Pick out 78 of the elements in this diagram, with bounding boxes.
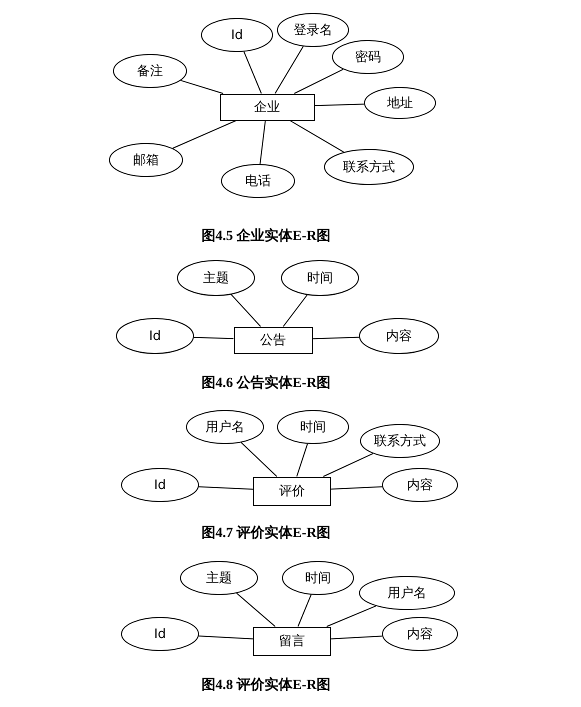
connector-line (198, 486, 254, 490)
connector-line (314, 104, 365, 106)
connector-line (240, 442, 278, 477)
connector-line (322, 453, 374, 477)
connector-line (180, 80, 224, 94)
connector-line (236, 592, 276, 627)
figure-caption: 图4.6 公告实体E-R图 (201, 374, 331, 392)
attribute-ellipse (177, 260, 255, 296)
attribute-name: 内容 (407, 477, 433, 494)
attribute-name: 电话 (245, 173, 271, 190)
attribute-ellipse (277, 410, 349, 444)
attribute-ellipse (332, 40, 404, 74)
connector-line (289, 120, 344, 153)
attribute-name: 时间 (305, 570, 331, 587)
connector-line (326, 605, 376, 627)
attribute-ellipse (180, 561, 258, 595)
attribute-name: 密码 (355, 49, 381, 66)
connector-line (297, 594, 312, 627)
attribute-ellipse (113, 54, 187, 88)
connector-line (282, 294, 308, 327)
connector-line (243, 51, 262, 94)
attribute-name: Id (230, 28, 244, 42)
attribute-name: 联系方式 (343, 159, 395, 176)
attribute-ellipse (121, 468, 199, 502)
connector-line (230, 294, 262, 327)
attribute-name: 登录名 (294, 22, 332, 39)
attribute-name: 用户名 (388, 585, 426, 602)
figure-caption: 图4.7 评价实体E-R图 (201, 524, 331, 542)
connector-line (330, 636, 383, 640)
attribute-ellipse (324, 149, 414, 185)
entity-box (234, 326, 312, 354)
attribute-ellipse (201, 18, 273, 52)
attribute-ellipse (360, 424, 440, 458)
attribute-ellipse (277, 13, 349, 47)
connector-line (312, 336, 360, 340)
connector-line (172, 120, 237, 149)
attribute-name: 备注 (137, 63, 163, 80)
entity-box (253, 476, 331, 506)
attribute-name: 邮箱 (133, 152, 159, 169)
attribute-ellipse (382, 468, 458, 502)
attribute-name: 地址 (387, 95, 413, 112)
connector-line (294, 68, 344, 94)
entity-name: 企业 (254, 99, 280, 116)
entity-name: 评价 (279, 483, 305, 500)
attribute-name: 用户名 (206, 419, 244, 436)
attribute-ellipse (282, 561, 354, 595)
attribute-ellipse (186, 410, 264, 444)
attribute-name: 时间 (300, 419, 326, 436)
attribute-ellipse (121, 617, 199, 651)
attribute-ellipse (382, 617, 458, 651)
attribute-ellipse (116, 318, 194, 354)
connector-line (330, 486, 383, 490)
attribute-ellipse (221, 164, 295, 198)
attribute-name: 联系方式 (374, 433, 426, 450)
attribute-ellipse (364, 87, 436, 119)
entity-name: 公告 (260, 332, 286, 349)
connector-line (274, 46, 304, 94)
attribute-name: Id (154, 478, 166, 492)
attribute-name: 主题 (206, 570, 232, 587)
attribute-name: Id (148, 328, 162, 344)
figure-caption: 图4.5 企业实体E-R图 (201, 227, 331, 245)
attribute-ellipse (359, 576, 455, 610)
attribute-name: Id (154, 626, 166, 642)
attribute-name: 内容 (386, 328, 412, 345)
attribute-name: 时间 (307, 270, 333, 287)
attribute-name: 内容 (407, 626, 433, 643)
connector-line (198, 636, 254, 640)
attribute-ellipse (281, 260, 359, 296)
entity-box (220, 94, 314, 120)
attribute-ellipse (359, 318, 439, 354)
attribute-ellipse (109, 143, 183, 177)
entity-box (253, 626, 331, 656)
entity-name: 留言 (279, 633, 305, 650)
attribute-name: 主题 (203, 270, 229, 287)
connector-line (296, 443, 308, 477)
figure-caption: 图4.8 评价实体E-R图 (201, 676, 331, 694)
connector-line (193, 336, 234, 340)
connector-line (260, 120, 266, 165)
